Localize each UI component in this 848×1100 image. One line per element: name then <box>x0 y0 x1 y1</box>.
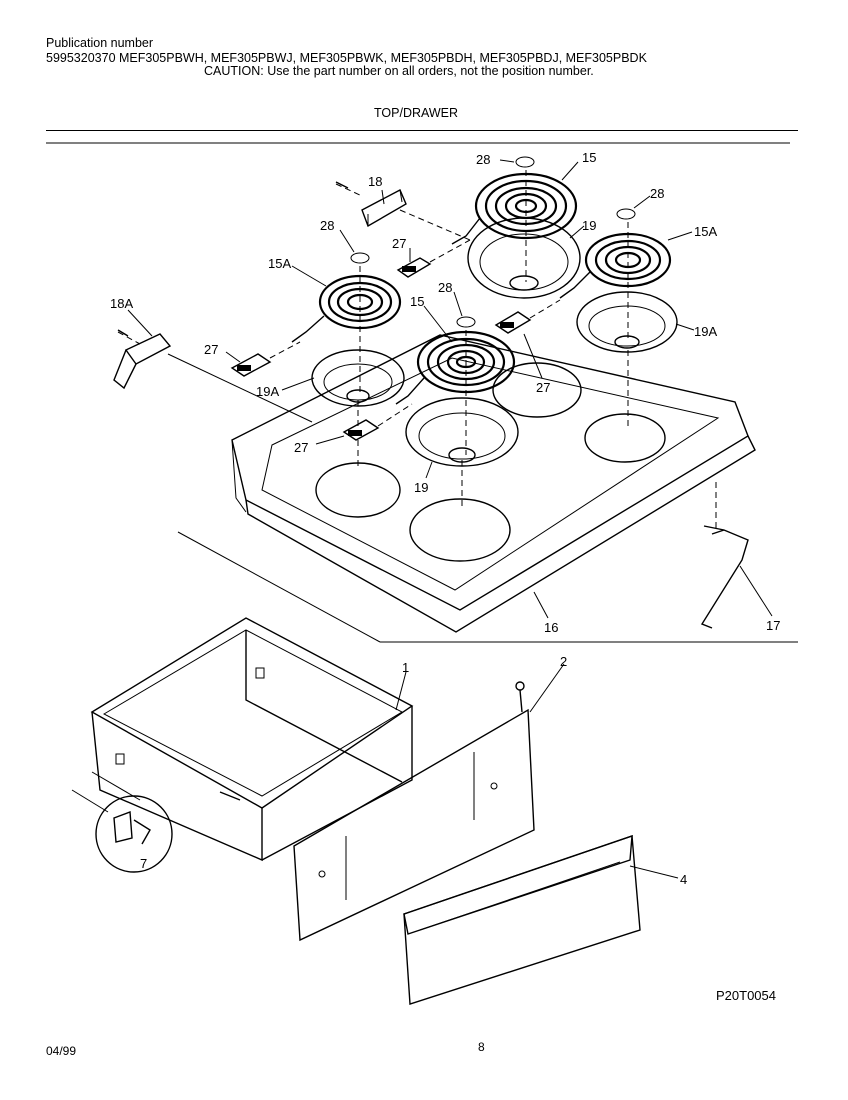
receptacle-27-a <box>396 239 471 278</box>
callout-7: 7 <box>140 856 147 871</box>
receptacle-27-d <box>342 403 413 441</box>
drip-pan-19a-left <box>311 349 405 407</box>
cooktop-16 <box>231 334 756 633</box>
surface-element-15-top <box>451 172 578 245</box>
callout-27-d: 27 <box>294 440 308 455</box>
callout-19a-a: 19A <box>694 324 717 339</box>
callout-28-c: 28 <box>320 218 334 233</box>
section-title: TOP/DRAWER <box>374 106 459 120</box>
callout-18: 18 <box>368 174 382 189</box>
drip-pan-19a-right <box>576 291 678 353</box>
callout-19-a: 19 <box>582 218 596 233</box>
caution-note: CAUTION: Use the part number on all orde… <box>204 64 594 78</box>
callout-27-a: 27 <box>392 236 406 251</box>
callout-28-a: 28 <box>476 152 490 167</box>
trim-cap-28-a <box>515 156 535 168</box>
receptacle-bracket-18 <box>335 181 471 241</box>
drawer-front-4 <box>403 834 641 1005</box>
surface-element-15a-left <box>291 274 402 343</box>
callout-19-b: 19 <box>414 480 428 495</box>
footer-date: 04/99 <box>46 1044 77 1058</box>
callout-27-c: 27 <box>536 380 550 395</box>
drawer-glide-7 <box>71 771 173 873</box>
publication-numbers: 5995320370 MEF305PBWH, MEF305PBWJ, MEF30… <box>46 51 647 65</box>
receptacle-27-b <box>230 341 301 377</box>
drip-pan-19-bottom <box>405 397 519 467</box>
publication-label: Publication number <box>46 36 154 50</box>
receptacle-bracket-18a <box>113 329 313 423</box>
guide-line-left <box>177 531 381 643</box>
callout-15-a: 15 <box>582 150 596 165</box>
trim-cap-28-c <box>350 252 370 264</box>
drawer-1 <box>90 617 414 862</box>
trim-cap-28-b <box>616 208 636 220</box>
callout-19a-b: 19A <box>256 384 279 399</box>
diagram-reference-code: P20T0054 <box>716 988 776 1003</box>
callout-15a-a: 15A <box>694 224 717 239</box>
trim-cap-28-d <box>456 316 476 328</box>
drawer-panel-2 <box>293 681 535 942</box>
callout-27-b: 27 <box>204 342 218 357</box>
page-number: 8 <box>478 1040 485 1054</box>
callout-18a: 18A <box>110 296 133 311</box>
receptacle-27-c <box>494 299 561 334</box>
callout-17: 17 <box>766 618 780 633</box>
callout-16: 16 <box>544 620 558 635</box>
header-rule <box>46 130 798 131</box>
callout-15a-b: 15A <box>268 256 291 271</box>
support-rod-17 <box>700 525 749 629</box>
callout-15-b: 15 <box>410 294 424 309</box>
callout-4: 4 <box>680 872 687 887</box>
callout-2: 2 <box>560 654 567 669</box>
callout-1: 1 <box>402 660 409 675</box>
callout-28-d: 28 <box>438 280 452 295</box>
callout-28-b: 28 <box>650 186 664 201</box>
